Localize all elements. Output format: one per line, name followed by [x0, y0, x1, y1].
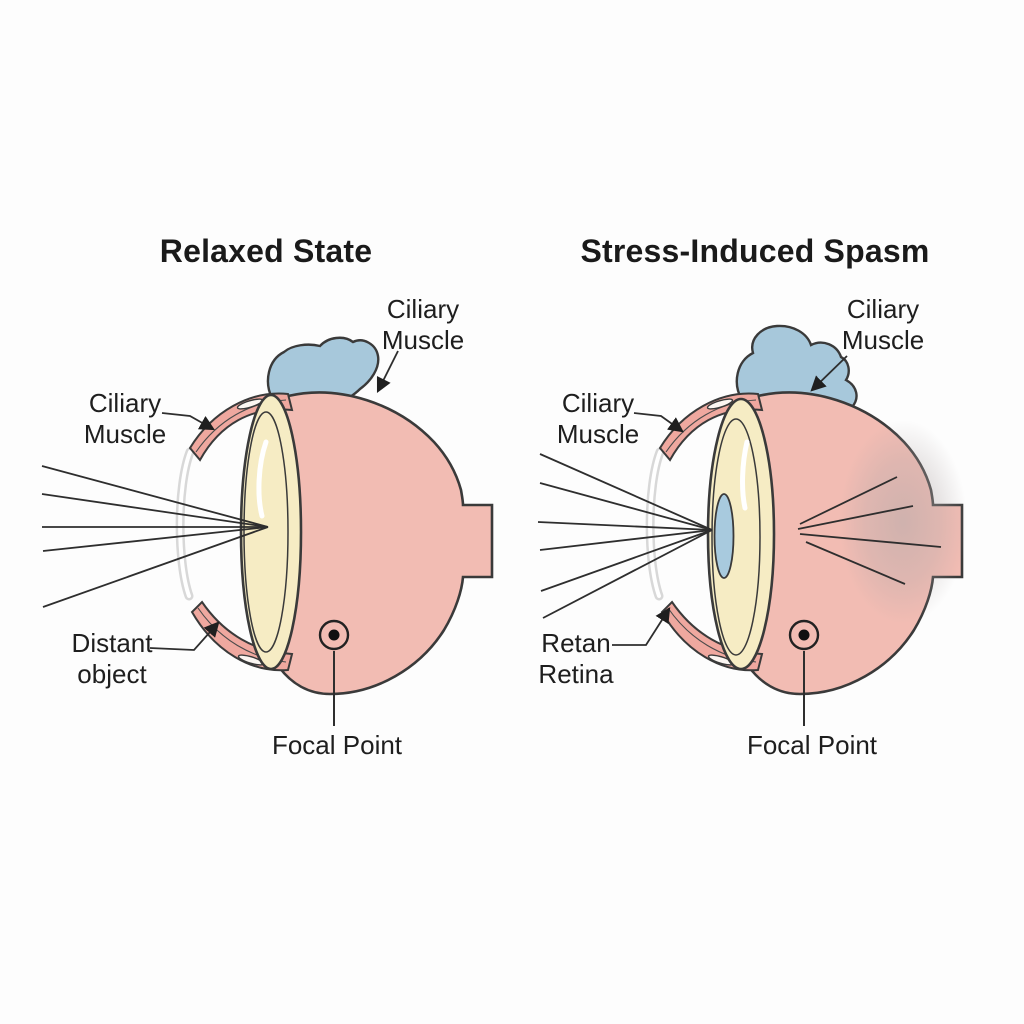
arrow-retina-right	[612, 607, 671, 646]
light-rays-left	[41, 465, 269, 608]
right-panel-title: Stress-Induced Spasm	[580, 233, 930, 269]
pupil-right	[713, 493, 735, 579]
label-ciliary-muscle-side-right: Ciliary Muscle	[556, 388, 640, 449]
label-retina: Retan Retina	[538, 628, 614, 689]
light-rays-diverging-right	[797, 476, 942, 585]
spasm-eye	[537, 324, 967, 726]
lens-highlight-left	[256, 439, 269, 519]
arrow-ciliary-side-left	[161, 412, 215, 431]
lens-left	[239, 393, 303, 671]
zonule-slit-top-right	[706, 398, 734, 410]
focal-point-marker-left	[318, 619, 350, 726]
label-focal-point-right: Focal Point	[746, 730, 878, 760]
label-distant-object: Distant object	[71, 628, 153, 689]
relaxed-eye	[41, 336, 494, 726]
label-ciliary-muscle-top-right: Ciliary Muscle	[841, 294, 925, 355]
left-panel-title: Relaxed State	[159, 233, 373, 269]
light-rays-incoming-right	[537, 453, 713, 619]
label-ciliary-muscle-side-left: Ciliary Muscle	[83, 388, 167, 449]
label-ciliary-muscle-top-left: Ciliary Muscle	[381, 294, 465, 355]
arrow-distant-object-left	[149, 621, 220, 651]
arrow-ciliary-top-right	[810, 355, 848, 392]
arrow-ciliary-top-left	[376, 350, 399, 394]
arrow-ciliary-side-right	[633, 412, 684, 433]
focal-point-marker-right	[788, 619, 820, 726]
lens-highlight-right	[740, 439, 750, 511]
label-focal-point-left: Focal Point	[271, 730, 403, 760]
lens-right	[706, 397, 776, 671]
strain-shadow	[839, 420, 967, 624]
